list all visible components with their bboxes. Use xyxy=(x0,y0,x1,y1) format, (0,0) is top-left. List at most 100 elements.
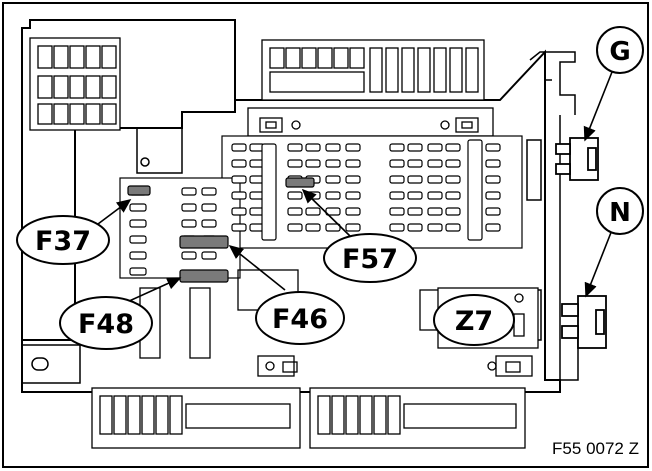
fuse-slot xyxy=(427,191,443,200)
fuse-slot xyxy=(427,175,443,184)
fuse-slot xyxy=(407,223,423,232)
bottom-connector-right xyxy=(309,387,526,449)
fuse-slot xyxy=(345,159,361,168)
fuse-slot xyxy=(389,223,405,232)
bottom-connector-left xyxy=(91,387,301,449)
label-f48: F48 xyxy=(78,309,134,340)
arrow-f46 xyxy=(228,245,286,291)
fuse-slot xyxy=(407,207,423,216)
label-g: G xyxy=(609,37,630,67)
fuse-slot xyxy=(325,143,341,152)
fuse-slot xyxy=(445,207,461,216)
fuse-slot xyxy=(231,175,247,184)
fuse-slot xyxy=(427,207,443,216)
label-z7: Z7 xyxy=(455,306,493,337)
fuse-slot xyxy=(287,207,303,216)
fuse-f37-highlight xyxy=(127,185,151,196)
fuse-slot xyxy=(305,143,321,152)
fuse-slot xyxy=(407,191,423,200)
fuse-slot xyxy=(129,251,147,260)
fuse-slot xyxy=(287,223,303,232)
fuse-slot xyxy=(389,191,405,200)
fuse-slot xyxy=(485,191,501,200)
fuse-column-divider xyxy=(261,143,277,241)
callout-arrows xyxy=(97,71,613,313)
fuse-f57-highlight xyxy=(285,177,315,188)
callout-f57: F57 xyxy=(323,233,417,283)
fuse-f48-highlight xyxy=(179,269,229,283)
fuse-column-divider xyxy=(467,139,483,241)
fuse-slot xyxy=(445,159,461,168)
fuse-slot xyxy=(345,143,361,152)
fuse-slot xyxy=(129,203,147,212)
fuse-slot xyxy=(201,251,217,260)
fuse-slot xyxy=(445,191,461,200)
callout-f48: F48 xyxy=(59,296,153,350)
fuse-slot xyxy=(389,207,405,216)
fuse-slot xyxy=(325,159,341,168)
blade-fuse-g-icon xyxy=(555,137,599,181)
fuse-slot xyxy=(345,191,361,200)
figure-reference: F55 0072 Z xyxy=(552,439,639,458)
fuse-slot xyxy=(445,223,461,232)
arrow-f37 xyxy=(97,199,132,225)
fuse-slot xyxy=(485,175,501,184)
fuse-slot xyxy=(325,223,341,232)
fuse-slot xyxy=(181,187,197,196)
fuse-slot xyxy=(389,159,405,168)
fuse-slot xyxy=(201,187,217,196)
fuse-slot xyxy=(231,223,247,232)
fuse-slot xyxy=(201,203,217,212)
fuse-f46-highlight xyxy=(179,235,229,249)
upper-panel xyxy=(247,107,494,137)
central-fuse-grid xyxy=(119,135,523,283)
callout-f37: F37 xyxy=(16,215,110,265)
arrow-n xyxy=(584,229,613,298)
arrow-g xyxy=(583,71,613,142)
fuse-slot xyxy=(345,223,361,232)
fuse-slot xyxy=(201,219,217,228)
fuse-slot xyxy=(325,175,341,184)
callout-z7: Z7 xyxy=(433,294,515,346)
fuse-slot xyxy=(485,223,501,232)
blade-fuse-n-icon xyxy=(561,295,607,349)
fuse-slot xyxy=(427,159,443,168)
fuse-slot xyxy=(389,175,405,184)
label-f37: F37 xyxy=(35,226,91,257)
arrow-f57 xyxy=(301,188,351,237)
fuse-slot xyxy=(129,219,147,228)
top-left-fuse-block xyxy=(29,37,121,131)
fuse-slot xyxy=(485,159,501,168)
fuse-slot xyxy=(305,223,321,232)
fuse-slot xyxy=(407,175,423,184)
fuse-slot xyxy=(407,159,423,168)
callout-f46: F46 xyxy=(255,291,345,345)
fuse-slot xyxy=(485,207,501,216)
fuse-slot xyxy=(287,191,303,200)
fuse-slot xyxy=(325,191,341,200)
fuse-slot xyxy=(231,159,247,168)
callout-n: N xyxy=(596,187,644,235)
fuse-slot xyxy=(389,143,405,152)
fuse-slot xyxy=(287,143,303,152)
label-f57: F57 xyxy=(342,244,398,275)
fuse-slot xyxy=(181,251,197,260)
fuse-slot xyxy=(231,191,247,200)
fuse-slot xyxy=(181,203,197,212)
label-n: N xyxy=(609,198,631,228)
fuse-slot xyxy=(345,175,361,184)
fuse-slot xyxy=(427,143,443,152)
fuse-slot xyxy=(407,143,423,152)
fuse-slot xyxy=(129,235,147,244)
fuse-slot xyxy=(231,143,247,152)
fuse-slot xyxy=(485,143,501,152)
fuse-slot xyxy=(231,207,247,216)
fuse-slot xyxy=(305,207,321,216)
fuse-slot xyxy=(129,267,147,276)
fuse-slot xyxy=(427,223,443,232)
callout-g: G xyxy=(596,26,644,74)
fuse-slot xyxy=(345,207,361,216)
fuse-slot xyxy=(445,175,461,184)
